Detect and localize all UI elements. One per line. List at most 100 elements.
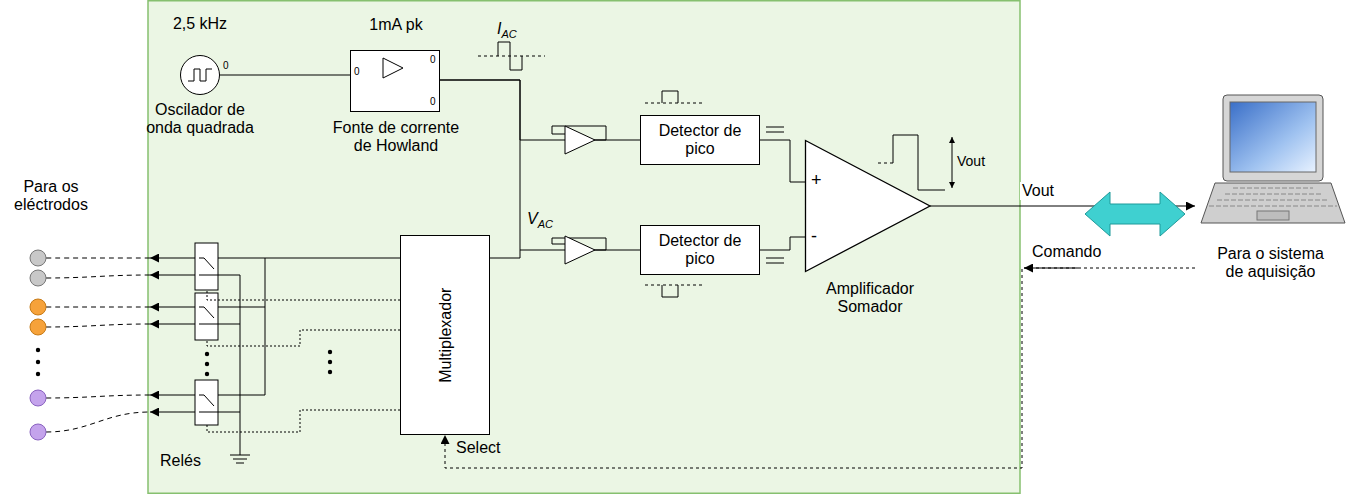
connector-wire bbox=[220, 75, 350, 76]
source-name: Fonte de corrente de Howland bbox=[331, 119, 461, 156]
continuation-dots bbox=[205, 362, 209, 366]
mux-control-line bbox=[207, 290, 400, 300]
relay-caption: Relés bbox=[160, 452, 201, 470]
peak-waveform bbox=[766, 258, 784, 263]
continuation-dots bbox=[36, 348, 332, 376]
peak-waveform bbox=[645, 103, 705, 104]
relay-symbol bbox=[218, 307, 265, 324]
ground-symbol bbox=[230, 455, 250, 463]
port-number: 0 bbox=[354, 66, 360, 78]
relay-symbol bbox=[199, 258, 218, 275]
electrode bbox=[30, 319, 46, 335]
mux-control-line bbox=[207, 290, 400, 432]
minus-input-sign: - bbox=[811, 226, 829, 247]
connector-wire bbox=[760, 237, 805, 250]
output-waveform bbox=[952, 137, 953, 188]
output-waveform bbox=[878, 163, 893, 164]
continuation-dots bbox=[36, 360, 40, 364]
source-symbol bbox=[379, 55, 409, 83]
continuation-dots bbox=[205, 352, 209, 356]
multiplexer-box: Multiplexador bbox=[400, 235, 490, 435]
buffer-amplifier bbox=[565, 126, 595, 154]
continuation-dots bbox=[205, 372, 209, 376]
electrode-wire bbox=[46, 324, 150, 327]
frequency-label: 2,5 kHz bbox=[150, 15, 250, 33]
connector-wire bbox=[440, 80, 640, 250]
output-waveform bbox=[893, 135, 945, 190]
connector-wire bbox=[760, 140, 805, 182]
relay-symbol bbox=[150, 275, 195, 276]
mux-control-line bbox=[207, 330, 400, 346]
peak-waveform bbox=[662, 285, 678, 297]
electrode bbox=[30, 424, 46, 440]
plus-input-sign: + bbox=[811, 170, 829, 191]
connector-wire bbox=[445, 268, 1195, 468]
continuation-dots bbox=[36, 372, 40, 376]
oscillator-name: Oscilador de onda quadrada bbox=[140, 101, 260, 138]
peak-waveform bbox=[766, 127, 784, 132]
ground-symbol bbox=[230, 455, 250, 463]
current-rating: 1mA pk bbox=[341, 16, 451, 34]
connectors bbox=[220, 75, 1195, 468]
electrode-wire bbox=[46, 412, 150, 432]
electrode-wire bbox=[46, 307, 150, 308]
data-link-arrow bbox=[1085, 192, 1185, 236]
summing-amplifier-shape bbox=[805, 140, 930, 272]
electrode-wire bbox=[46, 258, 150, 259]
relay-symbol bbox=[150, 258, 195, 259]
continuation-dots bbox=[328, 360, 332, 364]
port-number: 0 bbox=[430, 96, 436, 108]
signal-label: Vout bbox=[1020, 182, 1056, 200]
electrode bbox=[30, 270, 46, 286]
housing-panel bbox=[148, 1, 1020, 494]
amplifier-outline bbox=[806, 141, 931, 272]
electrode-wire bbox=[46, 275, 150, 278]
detector-name: Detector de pico bbox=[645, 232, 755, 269]
amplifier-name: Amplificador Somador bbox=[815, 280, 925, 317]
signal-name: IAC bbox=[497, 20, 517, 41]
command-arrow bbox=[1024, 268, 1078, 269]
laptop-caption: Para o sistema de aquisição bbox=[1208, 245, 1333, 282]
electrode-caption: Para os eléctrodos bbox=[5, 178, 97, 215]
peak-detector-box: Detector de pico bbox=[640, 225, 760, 275]
electrode-wire bbox=[46, 258, 150, 432]
signal-name: VAC bbox=[527, 210, 553, 231]
relay-symbol bbox=[195, 243, 218, 290]
acquisition-laptop: Para o sistema de aquisição bbox=[1195, 95, 1345, 295]
output-waveform bbox=[878, 135, 952, 190]
electrode-wire bbox=[46, 395, 150, 398]
continuation-dots bbox=[328, 350, 332, 354]
command-arrow bbox=[1024, 268, 1078, 269]
relay-bus-wire bbox=[240, 275, 241, 455]
current-waveform bbox=[498, 42, 522, 70]
electrode bbox=[30, 299, 46, 315]
square-wave-symbol bbox=[188, 69, 212, 81]
detector-name: Detector de pico bbox=[645, 122, 755, 159]
relay-symbol bbox=[218, 395, 265, 412]
relay-symbol bbox=[150, 307, 195, 308]
peak-waveform bbox=[662, 91, 678, 103]
oscillator-circle: 2,5 kHzOscilador de onda quadrada bbox=[180, 55, 220, 95]
peak-detector-box: Detector de pico bbox=[640, 115, 760, 165]
relay-symbol bbox=[150, 412, 195, 413]
relay-symbol bbox=[150, 395, 195, 396]
connector-wire bbox=[440, 80, 640, 140]
relay-symbol bbox=[199, 395, 218, 412]
current-source-box: 1mA pkFonte de corrente de Howland bbox=[350, 50, 440, 112]
relay-symbol bbox=[195, 380, 218, 425]
select-signal: Select bbox=[456, 439, 500, 457]
current-waveform bbox=[478, 56, 545, 57]
relay-symbol bbox=[218, 258, 265, 275]
current-waveform bbox=[478, 42, 545, 70]
continuation-dots bbox=[36, 348, 40, 352]
port-number: 0 bbox=[430, 54, 436, 66]
multiplexer-name: Multiplexador bbox=[437, 245, 455, 425]
buffer-amplifier bbox=[552, 126, 606, 264]
relay-symbol bbox=[150, 243, 265, 425]
oscillator-outline bbox=[181, 56, 220, 95]
relay-symbol bbox=[199, 307, 218, 324]
signal-name: Vout bbox=[957, 153, 985, 169]
oscillator-circle-shape bbox=[180, 55, 220, 95]
laptop-icon bbox=[1201, 95, 1345, 223]
continuation-dots bbox=[328, 370, 332, 374]
